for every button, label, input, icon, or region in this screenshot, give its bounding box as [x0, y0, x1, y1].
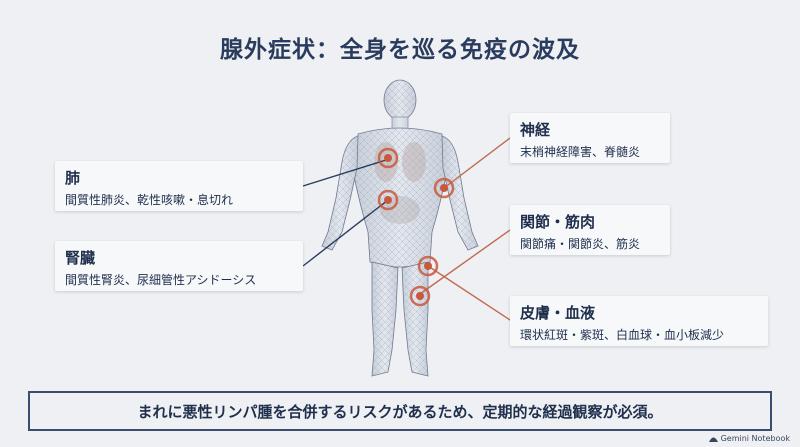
- card-kidney: 腎臓 間質性腎炎、尿細管性アシドーシス: [55, 241, 303, 291]
- card-skin-heading: 皮膚・血液: [520, 304, 596, 322]
- card-lung-text: 間質性肺炎、乾性咳嗽・息切れ: [65, 193, 234, 207]
- footer-note-box: まれに悪性リンパ腫を合併するリスクがあるため、定期的な経過観察が必須。: [28, 391, 772, 431]
- hotspot-lung: [377, 147, 399, 169]
- leader-line-skin: [427, 265, 511, 321]
- card-kidney-heading: 腎臓: [65, 249, 96, 267]
- brand-logo: Gemini Notebook: [708, 434, 790, 443]
- footer-note-text: まれに悪性リンパ腫を合併するリスクがあるため、定期的な経過観察が必須。: [137, 402, 663, 421]
- notebook-icon: [708, 437, 718, 442]
- hotspot-kidney: [377, 189, 399, 211]
- hotspot-knee: [417, 255, 439, 277]
- page-title: 腺外症状：全身を巡る免疫の波及: [220, 37, 580, 63]
- body-silhouette: [321, 79, 479, 377]
- card-kidney-text: 間質性腎炎、尿細管性アシドーシス: [65, 273, 257, 287]
- card-joint-heading: 関節・筋肉: [520, 213, 596, 231]
- card-skin-text: 環状紅斑・紫斑、白血球・血小板減少: [520, 328, 725, 342]
- card-nerve-heading: 神経: [520, 121, 551, 139]
- card-lung-heading: 肺: [65, 169, 81, 187]
- card-nerve: 神経 末梢神経障害、脊髄炎: [510, 113, 670, 163]
- card-joint-muscle: 関節・筋肉 関節痛・関節炎、筋炎: [510, 205, 670, 255]
- brand-text: Gemini Notebook: [720, 434, 790, 443]
- leader-line-lung: [302, 159, 387, 187]
- card-lung: 肺 間質性肺炎、乾性咳嗽・息切れ: [55, 161, 303, 211]
- leader-line-kidney: [302, 199, 389, 267]
- card-skin-blood: 皮膚・血液 環状紅斑・紫斑、白血球・血小板減少: [510, 296, 768, 346]
- hotspot-nerve: [433, 177, 455, 199]
- card-joint-text: 関節痛・関節炎、筋炎: [520, 237, 641, 251]
- card-nerve-text: 末梢神経障害、脊髄炎: [520, 145, 641, 159]
- hotspot-thigh: [409, 285, 431, 307]
- leader-line-joint: [419, 229, 511, 295]
- leader-line-nerve: [443, 137, 511, 189]
